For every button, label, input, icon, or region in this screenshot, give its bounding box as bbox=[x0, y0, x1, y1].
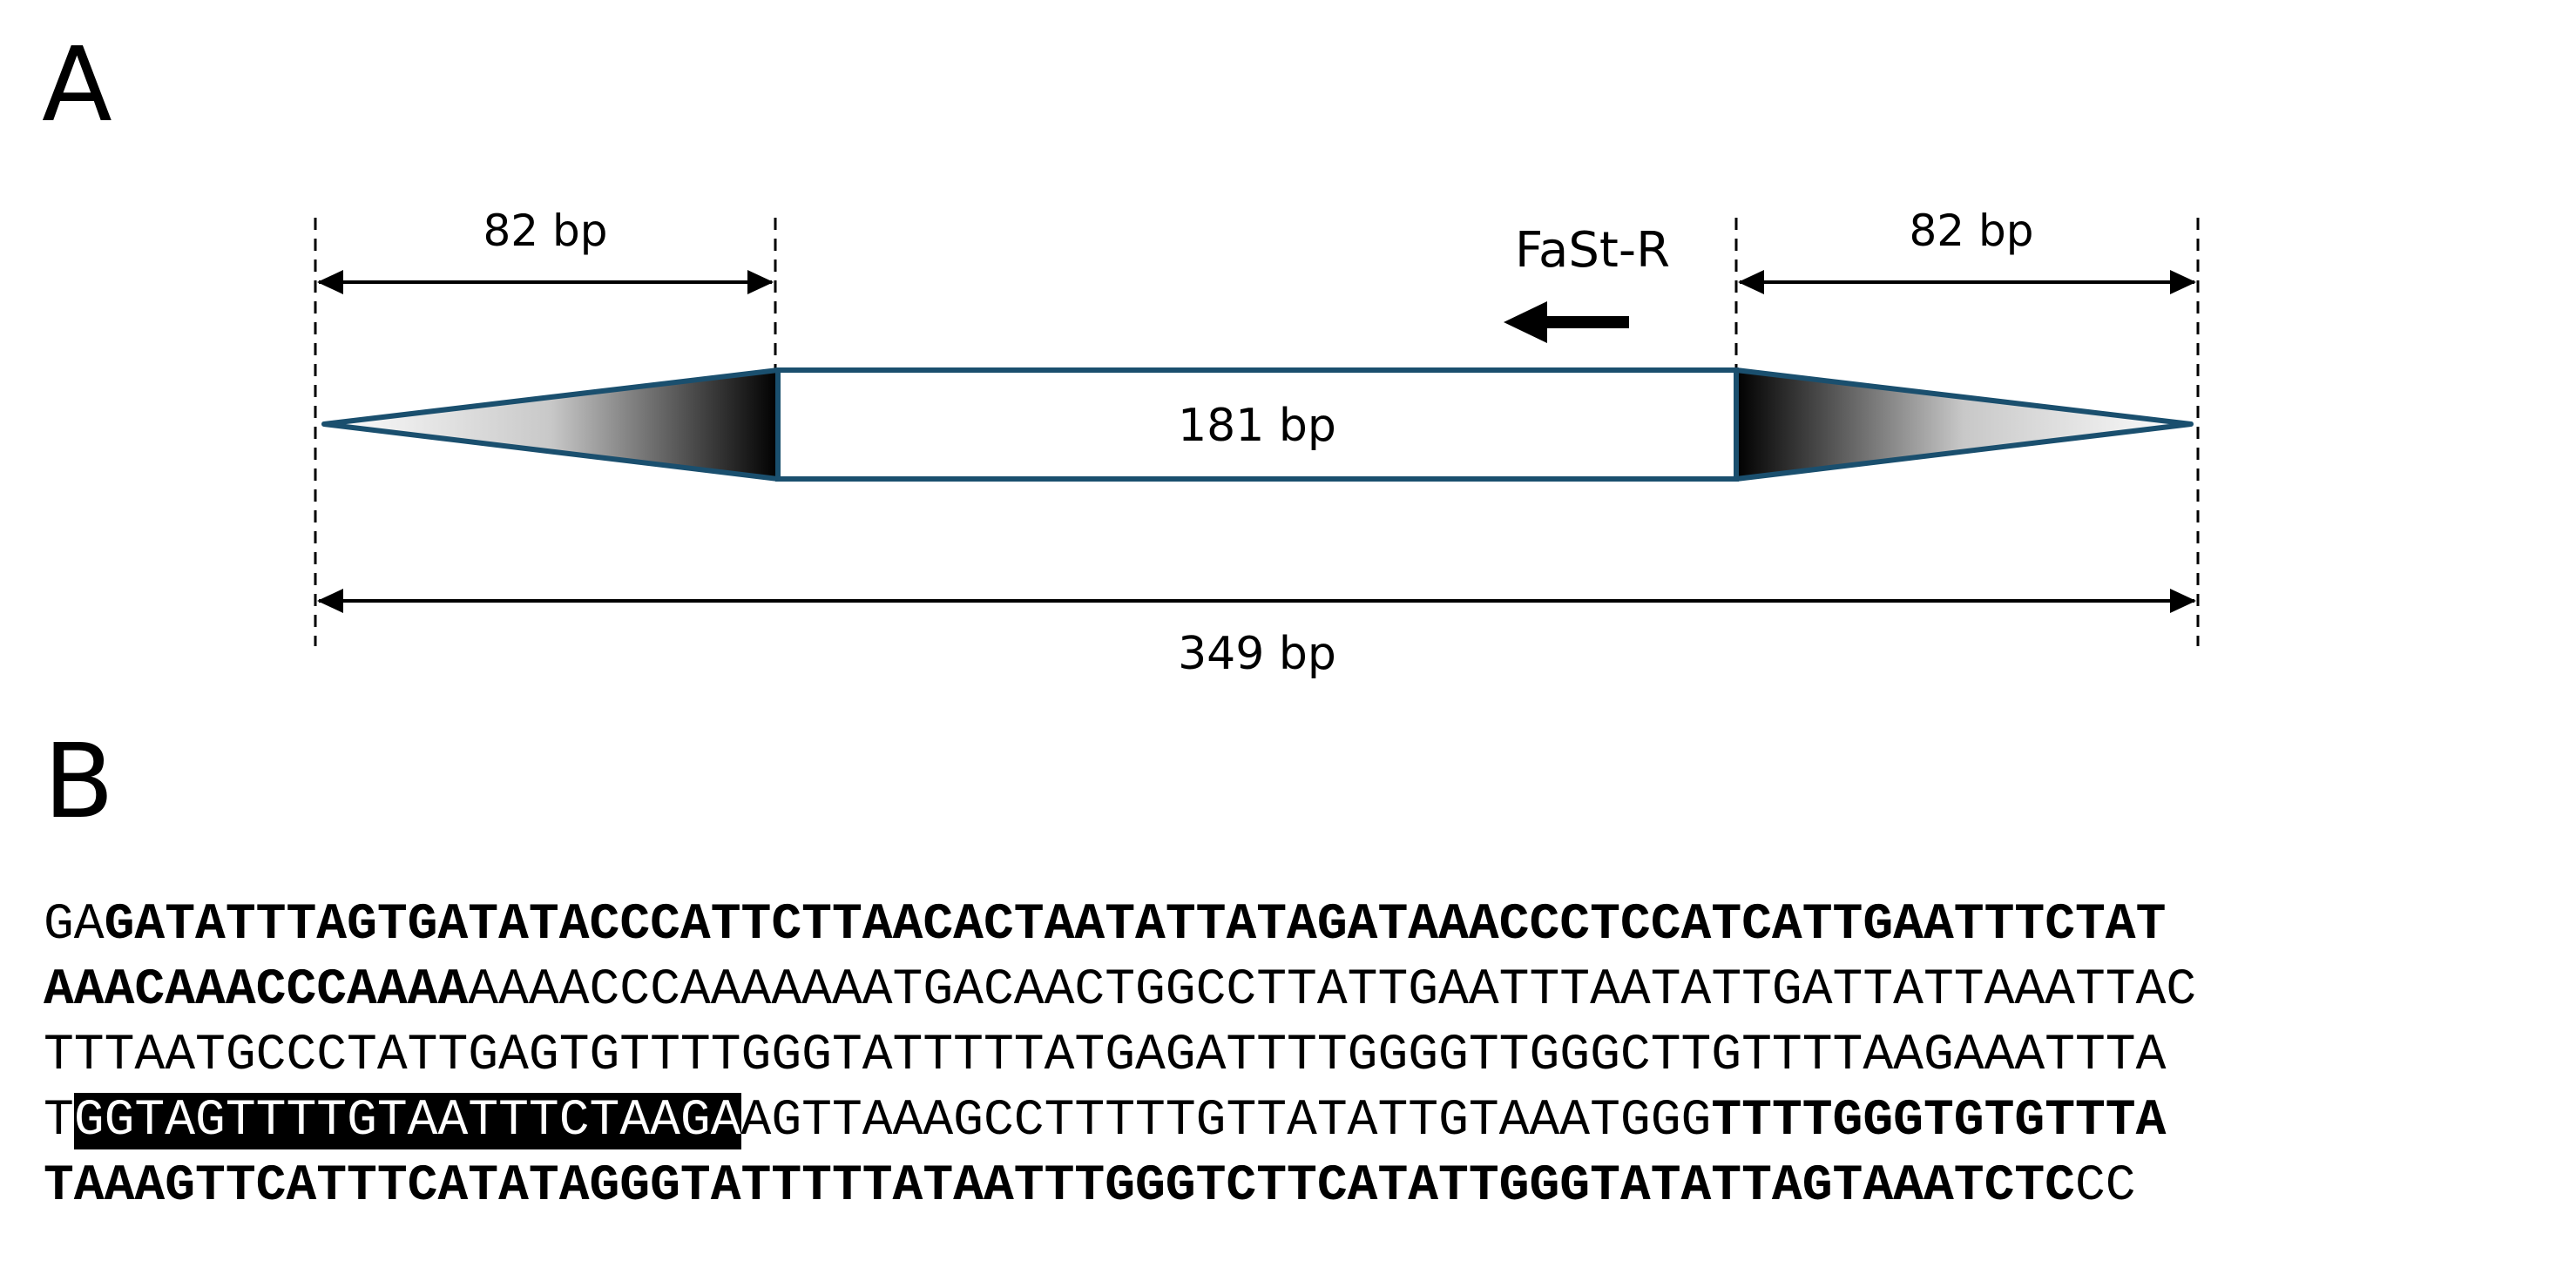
left-flank-shape bbox=[321, 367, 781, 482]
sequence-line: TTTAATGCCCTATTGAGTGTTTTGGGTATTTTTATGAGAT… bbox=[44, 1028, 2552, 1084]
core-sequence-segment: AGTTAAAGCCTTTTTGTTATATTGTAAATGGG bbox=[740, 1093, 1712, 1149]
left-flank-dimension bbox=[317, 270, 774, 294]
amplicon-diagram: 82 bp 82 bp FaSt-R 181 bp 349 bp bbox=[314, 206, 2200, 680]
core-region-box bbox=[775, 367, 1739, 482]
core-sequence-segment: AAAACCCAAAAAAATGACAACTGGCCTTATTGAATTTAAT… bbox=[468, 962, 2197, 1019]
sequence-line: GAGATATTTAGTGATATACCCATTCTTAACACTAATATTA… bbox=[44, 897, 2552, 954]
flank-sequence-segment: TAAAGTTCATTTCATATAGGGTATTTTTATAATTTGGGTC… bbox=[44, 1158, 2075, 1215]
left-flank-label: 82 bp bbox=[483, 206, 608, 256]
right-flank-shape bbox=[1734, 367, 2194, 482]
right-flank-label: 82 bp bbox=[1910, 206, 2034, 256]
sequence-line: TGGTAGTTTTGTAATTTCTAAGAAGTTAAAGCCTTTTTGT… bbox=[44, 1093, 2552, 1149]
primer-binding-site: GGTAGTTTTGTAATTTCTAAGA bbox=[73, 1093, 741, 1149]
primer-arrow-icon bbox=[1504, 301, 1629, 343]
right-flank-dimension bbox=[1738, 270, 2196, 294]
core-sequence-segment: T bbox=[44, 1093, 74, 1149]
sequence-line: TAAAGTTCATTTCATATAGGGTATTTTTATAATTTGGGTC… bbox=[44, 1158, 2552, 1215]
core-sequence-segment: GA bbox=[44, 897, 105, 954]
panel-b-label: B bbox=[44, 721, 114, 841]
boundary-lines bbox=[314, 218, 2200, 646]
sequence-line: AAACAAACCCAAAAAAAACCCAAAAAAATGACAACTGGCC… bbox=[44, 962, 2552, 1019]
total-length-dimension bbox=[317, 589, 2196, 613]
sequence-block: GAGATATTTAGTGATATACCCATTCTTAACACTAATATTA… bbox=[44, 897, 2552, 1223]
flank-sequence-segment: AAACAAACCCAAAA bbox=[44, 962, 469, 1019]
core-region-label: 181 bp bbox=[1178, 400, 1336, 452]
flank-sequence-segment: GATATTTAGTGATATACCCATTCTTAACACTAATATTATA… bbox=[104, 897, 2167, 954]
primer-label: FaSt-R bbox=[1515, 222, 1670, 279]
total-length-label: 349 bp bbox=[1178, 628, 1336, 680]
flank-sequence-segment: TTTTGGGTGTGTTTA bbox=[1711, 1093, 2167, 1149]
core-sequence-segment: CC bbox=[2074, 1158, 2136, 1215]
panel-a-label: A bbox=[42, 24, 112, 145]
core-sequence-segment: TTTAATGCCCTATTGAGTGTTTTGGGTATTTTTATGAGAT… bbox=[44, 1028, 2167, 1084]
